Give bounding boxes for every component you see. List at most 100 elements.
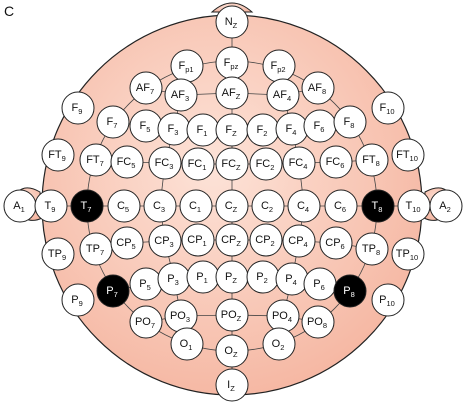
electrode-circle xyxy=(319,226,353,260)
electrode-circle xyxy=(301,71,335,105)
electrode-circle xyxy=(215,334,249,368)
electrode-circle xyxy=(61,91,95,125)
electrode-label: T9 xyxy=(45,200,56,214)
electrode-label: T7 xyxy=(81,200,92,214)
electrode-p1: P1 xyxy=(186,260,220,294)
electrode-label: OZ xyxy=(224,345,238,359)
electrode-p4: P4 xyxy=(275,262,309,296)
electrode-circle xyxy=(215,298,249,332)
electrode-t8: T8 xyxy=(361,189,395,223)
electrode-po7: PO7 xyxy=(129,305,163,339)
electrode-circle xyxy=(34,189,68,223)
electrode-fc2: FC2 xyxy=(249,147,283,181)
electrode-poz: POZ xyxy=(215,298,249,332)
electrode-fc3: FC3 xyxy=(148,146,182,180)
electrode-label: FT10 xyxy=(396,149,418,163)
electrode-label: CZ xyxy=(225,200,238,214)
electrode-circle xyxy=(148,146,182,180)
electrode-circle xyxy=(355,143,389,177)
electrode-tp9: TP9 xyxy=(41,237,75,271)
electrode-p6: P6 xyxy=(303,267,337,301)
electrode-fc1: FC1 xyxy=(181,147,215,181)
electrode-circle xyxy=(324,189,358,223)
electrode-label: FC4 xyxy=(289,157,308,171)
electrode-circle xyxy=(391,237,425,271)
electrode-label: P7 xyxy=(106,285,118,299)
electrode-fz: FZ xyxy=(215,113,249,147)
electrode-label: FT9 xyxy=(48,149,66,163)
electrode-fpz: Fpz xyxy=(215,46,249,80)
electrode-label: PO4 xyxy=(272,310,292,324)
electrode-label: AF3 xyxy=(171,89,189,103)
electrode-circle xyxy=(41,237,75,271)
electrode-circle xyxy=(129,305,163,339)
electrode-label: AF4 xyxy=(273,89,291,103)
electrode-label: FC1 xyxy=(188,158,207,172)
electrode-nz: NZ xyxy=(215,5,249,39)
electrode-circle xyxy=(70,189,104,223)
electrode-f10: F10 xyxy=(371,91,405,125)
electrode-circle xyxy=(355,232,389,266)
electrode-fc6: FC6 xyxy=(319,145,353,179)
electrode-afz: AFZ xyxy=(215,76,249,110)
electrode-label: C1 xyxy=(189,200,201,214)
electrode-cz: CZ xyxy=(215,189,249,223)
electrode-a1: A1 xyxy=(3,189,37,223)
electrode-label: FT7 xyxy=(86,154,104,168)
electrode-circle xyxy=(110,226,144,260)
electrode-p2: P2 xyxy=(246,260,280,294)
electrode-label: CP6 xyxy=(325,237,344,251)
electrode-po4: PO4 xyxy=(266,299,300,333)
electrode-fc5: FC5 xyxy=(110,145,144,179)
electrode-label: PZ xyxy=(225,271,237,285)
electrode-af7: AF7 xyxy=(129,71,163,105)
electrode-label: C6 xyxy=(334,200,346,214)
electrode-circle xyxy=(287,189,321,223)
electrode-label: CP5 xyxy=(116,237,135,251)
electrode-fc4: FC4 xyxy=(282,146,316,180)
electrode-circle xyxy=(249,147,283,181)
electrode-label: NZ xyxy=(225,16,238,30)
electrode-circle xyxy=(371,91,405,125)
electrode-f6: F6 xyxy=(303,109,337,143)
electrode-label: Fp2 xyxy=(270,60,285,74)
electrode-circle xyxy=(170,327,204,361)
electrode-circle xyxy=(215,147,249,181)
electrode-label: FCZ xyxy=(221,158,241,172)
electrode-circle xyxy=(262,327,296,361)
electrode-c1: C1 xyxy=(179,189,213,223)
electrode-label: A2 xyxy=(439,200,451,214)
electrode-fcz: FCZ xyxy=(215,147,249,181)
electrode-f4: F4 xyxy=(275,112,309,146)
electrode-o1: O1 xyxy=(170,327,204,361)
electrode-c5: C5 xyxy=(107,189,141,223)
electrode-cp5: CP5 xyxy=(110,226,144,260)
electrode-circle xyxy=(319,145,353,179)
electrode-circle xyxy=(333,105,367,139)
electrode-circle xyxy=(96,274,130,308)
electrode-circle xyxy=(164,78,198,112)
electrode-f1: F1 xyxy=(186,113,220,147)
electrode-label: CP4 xyxy=(288,235,307,249)
electrode-label: P8 xyxy=(343,285,355,299)
electrode-circle xyxy=(215,76,249,110)
electrode-circle xyxy=(215,223,249,257)
electrode-circle xyxy=(96,105,130,139)
electrode-label: FZ xyxy=(225,124,237,138)
electrode-p10: P10 xyxy=(371,283,405,317)
electrode-circle xyxy=(333,274,367,308)
electrode-label: PO8 xyxy=(307,316,327,330)
electrode-label: CP1 xyxy=(187,234,206,248)
electrode-label: Fp1 xyxy=(178,60,193,74)
electrode-circle xyxy=(129,71,163,105)
electrode-label: P4 xyxy=(285,273,297,287)
electrode-oz: OZ xyxy=(215,334,249,368)
electrode-label: TP9 xyxy=(48,248,66,262)
electrode-label: C4 xyxy=(297,200,309,214)
electrode-label: Fpz xyxy=(224,57,239,71)
electrode-label: IZ xyxy=(227,379,235,393)
electrode-tp7: TP7 xyxy=(79,232,113,266)
electrode-f3: F3 xyxy=(157,112,191,146)
